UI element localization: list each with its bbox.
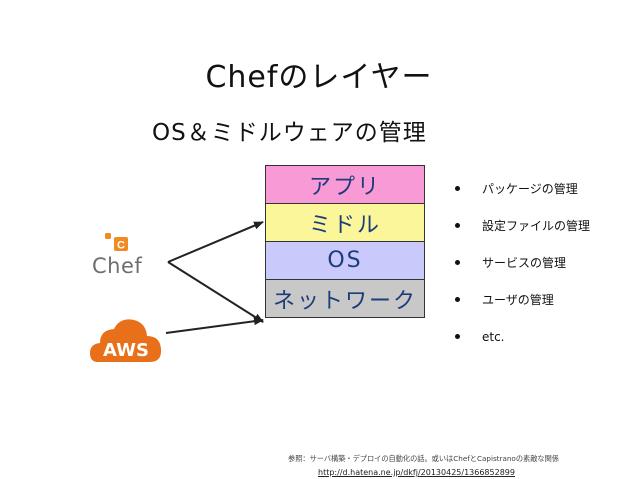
page-subtitle: OS＆ミドルウェアの管理 (152, 120, 427, 146)
layer-network: ネットワーク (266, 280, 424, 317)
layer-stack: アプリ ミドル OS ネットワーク (265, 165, 425, 318)
layer-middleware: ミドル (266, 204, 424, 242)
chef-to-middle-arrow (167, 221, 264, 263)
aws-cloud-icon (90, 319, 162, 362)
reference-link[interactable]: http://d.hatena.ne.jp/dkfj/20130425/1366… (318, 468, 515, 477)
chef-logo-icon: C (105, 233, 128, 252)
svg-text:C: C (117, 240, 125, 252)
list-item: etc. (455, 318, 590, 355)
list-item: パッケージの管理 (455, 170, 590, 207)
bullet-icon (455, 186, 460, 191)
list-item: 設定ファイルの管理 (455, 207, 590, 244)
chef-to-network-arrow (167, 261, 264, 323)
page-title: Chefのレイヤー (205, 60, 433, 95)
bullet-icon (455, 223, 460, 228)
aws-logo-text: AWS (103, 340, 149, 361)
bullet-icon (455, 297, 460, 302)
bullet-icon (455, 334, 460, 339)
reference-text: 参照：サーバ構築・デプロイの自動化の話。或いはChefとCapistranoの素… (288, 454, 559, 463)
list-item: サービスの管理 (455, 244, 590, 281)
management-list: パッケージの管理 設定ファイルの管理 サービスの管理 ユーザの管理 etc. (455, 170, 590, 355)
bullet-icon (455, 260, 460, 265)
list-item: ユーザの管理 (455, 281, 590, 318)
layer-app: アプリ (266, 166, 424, 204)
layer-os: OS (266, 242, 424, 280)
chef-logo-text: Chef (92, 254, 143, 278)
aws-to-network-arrow (165, 317, 264, 334)
